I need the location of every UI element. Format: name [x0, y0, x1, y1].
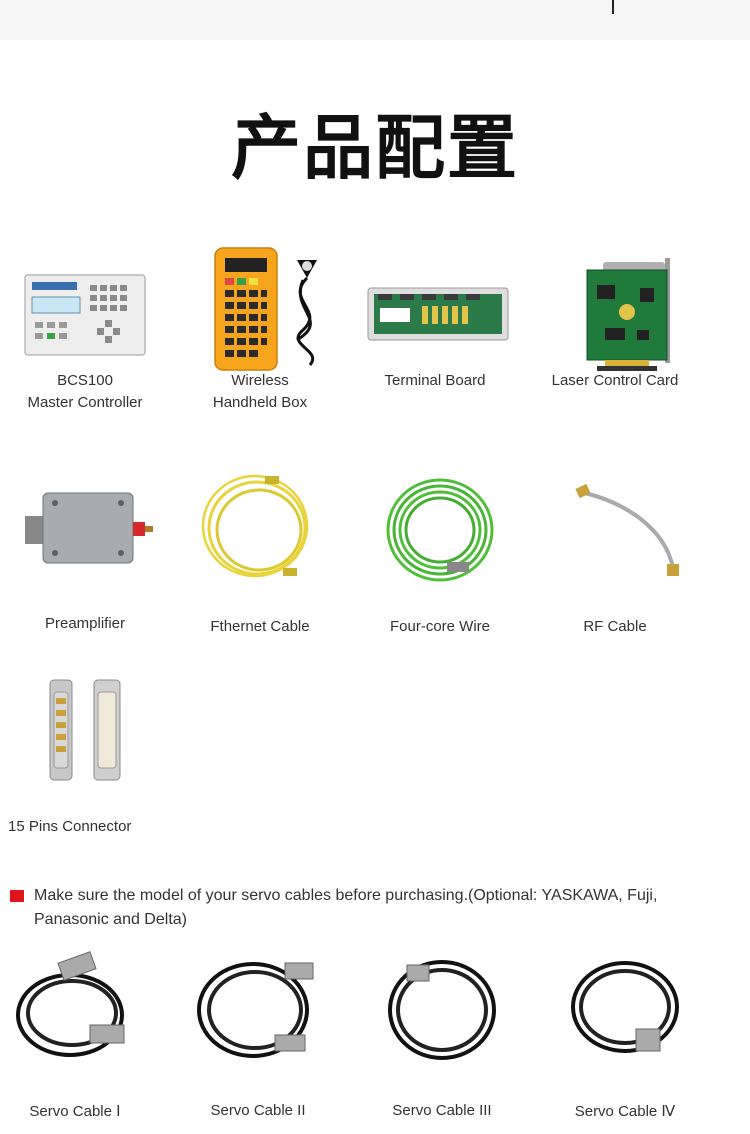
rf-cable-icon [525, 468, 705, 598]
servo-cable-label: Servo Cable Ⅳ [574, 1103, 676, 1120]
servo-cable-icon [352, 945, 532, 1080]
four-core-wire-icon [350, 468, 530, 598]
top-strip [0, 0, 750, 40]
notice-text: Make sure the model of your servo cables… [34, 887, 658, 928]
product-label: Four-core Wire [389, 618, 490, 635]
servo-cable-4[interactable]: Servo Cable Ⅳ [535, 945, 715, 1120]
product-ethernet-cable[interactable]: Fthernet Cable [170, 468, 350, 638]
product-label: RF Cable [583, 618, 647, 635]
servo-cable-1[interactable]: Servo Cable Ⅰ [0, 945, 165, 1120]
product-preamplifier[interactable]: Preamplifier [0, 468, 175, 635]
controller-icon [0, 240, 175, 370]
product-label: 15 Pins Connector [8, 818, 132, 835]
product-label: Wireless Handheld Box [212, 372, 308, 411]
product-15-pins-connector[interactable]: 15 Pins Connector [0, 668, 165, 838]
ethernet-cable-icon [170, 468, 350, 598]
product-label: Fthernet Cable [210, 618, 310, 635]
page-title: 产品配置 [231, 107, 519, 189]
servo-notice: Make sure the model of your servo cables… [10, 884, 710, 932]
divider-mark [612, 0, 614, 14]
product-four-core-wire[interactable]: Four-core Wire [350, 468, 530, 638]
servo-cable-icon [0, 945, 165, 1080]
product-label: Laser Control Card [551, 372, 679, 389]
connector-icon [0, 668, 165, 798]
preamplifier-icon [0, 468, 175, 598]
servo-cable-icon [168, 945, 348, 1080]
servo-cable-label: Servo Cable Ⅰ [29, 1103, 121, 1120]
terminal-board-icon [345, 240, 525, 370]
control-card-icon [525, 240, 705, 371]
handheld-box-icon [170, 240, 350, 371]
product-handheld-box[interactable]: Wireless Handheld Box [170, 240, 350, 414]
servo-cable-3[interactable]: Servo Cable III [352, 945, 532, 1119]
servo-cable-label: Servo Cable II [210, 1102, 306, 1119]
servo-cable-2[interactable]: Servo Cable II [168, 945, 348, 1119]
bullet-icon [10, 890, 24, 902]
servo-cable-label: Servo Cable III [392, 1102, 492, 1119]
product-laser-control-card[interactable]: Laser Control Card [525, 240, 705, 392]
product-master-controller[interactable]: BCS100 Master Controller [0, 240, 175, 414]
product-rf-cable[interactable]: RF Cable [525, 468, 705, 638]
product-label: Terminal Board [384, 372, 486, 389]
servo-cable-icon [535, 945, 715, 1080]
product-label: BCS100 Master Controller [27, 372, 143, 411]
product-label: Preamplifier [44, 615, 126, 632]
product-terminal-board[interactable]: Terminal Board [345, 240, 525, 392]
